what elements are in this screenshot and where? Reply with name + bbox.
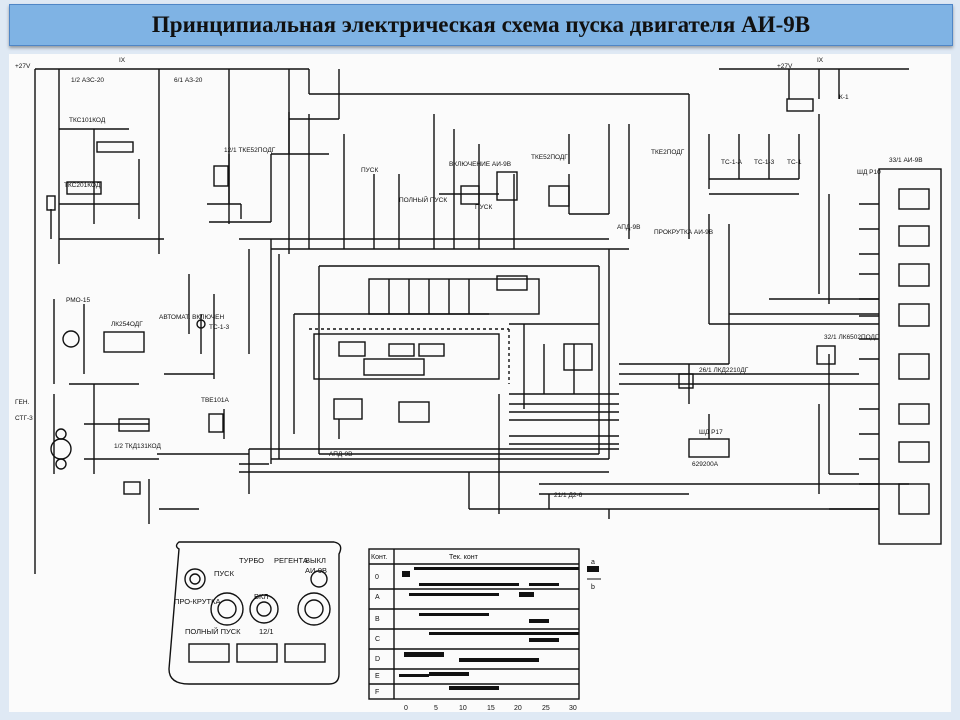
timing-legend-a: a — [591, 559, 595, 566]
timing-x-tick: 5 — [434, 705, 438, 712]
panel-label-regenta: РЕГЕНТА — [274, 556, 308, 565]
panel-label-ai9v: АИ-9В — [305, 566, 327, 575]
lkd2-label: 32/1 ЛК6502ПОДГ — [824, 334, 879, 341]
rmo-label: РМО-15 — [66, 297, 91, 304]
tbe-label: ТВЕ101А — [201, 397, 229, 404]
k1-label: К-1 — [839, 94, 849, 101]
tke52-label: 12/1 ТКЕ52ПОДГ — [224, 147, 276, 154]
val-label: 629200А — [692, 461, 719, 468]
ai9v-label: 33/1 АИ-9В — [889, 157, 923, 164]
d25-label: 21/1 Д2-6 — [554, 492, 583, 499]
timing-x-tick: 0 — [404, 705, 408, 712]
timing-x-tick: 10 — [459, 705, 467, 712]
polnyi-pusk-label: ПОЛНЫЙ ПУСК — [399, 195, 447, 204]
page-title: Принципиальная электрическая схема пуска… — [151, 12, 811, 37]
panel-label-turbo: ТУРБО — [239, 556, 264, 565]
pusk-label: ПУСК — [361, 167, 378, 174]
lk-label: ЛК254ОДГ — [111, 321, 143, 328]
timing-row-label: А — [375, 594, 380, 601]
timing-header: Конт. — [371, 554, 387, 561]
timing-x-tick: 30 — [569, 705, 577, 712]
tke2-label: ТКЕ2ПОДГ — [651, 149, 685, 156]
timing-subheader: Тек. конт — [449, 554, 479, 561]
timing-row-label: С — [375, 636, 380, 643]
fuse-2-label: 6/1 АЗ-20 — [174, 77, 203, 84]
title-bar: Принципиальная электрическая схема пуска… — [9, 4, 953, 46]
ts-label: ТС-1-А — [721, 159, 743, 166]
timing-x-tick: 20 — [514, 705, 522, 712]
panel-label-vkl: ВКЛ — [254, 592, 268, 601]
fuse-main-label: 1/2 АЗС-20 — [71, 77, 104, 84]
sh2-label: ШД Р17 — [699, 429, 723, 436]
r3-label: ТС-1-3 — [209, 324, 230, 331]
timing-row-label: Е — [375, 673, 380, 680]
bus-ix-label-left: IX — [119, 57, 126, 64]
schematic-svg: +27V IX 1/2 АЗС-20 6/1 АЗ-20 ТКС101КОД Т… — [15, 57, 942, 712]
right-supply-label: +27V — [777, 63, 793, 70]
timing-legend-b: b — [591, 584, 595, 591]
timing-x-tick: 25 — [542, 705, 550, 712]
pusk2-label: ПУСК — [475, 204, 492, 211]
stg-label: СТГ-3 — [15, 415, 33, 422]
ts2-label: ТС-1-3 — [754, 159, 775, 166]
ts3-label: ТС-1 — [787, 159, 802, 166]
panel-label-polnyi: ПОЛНЫЙ ПУСК — [185, 627, 241, 636]
gen-label: ГЕН. — [15, 399, 30, 406]
panel-label-vykl: ВЫКЛ — [305, 556, 326, 565]
prokrutka-label: ПРОКРУТКА АИ-9В — [654, 229, 713, 236]
tkd-label: 1/2 ТКД131КОД — [114, 443, 161, 450]
vkl-label: ВКЛЮЧЕНИЕ АИ-9В — [449, 161, 511, 168]
panel-label-pusk: ПУСК — [214, 569, 235, 578]
avtomat-label: АВТОМАТ. ВКЛЮЧЕН — [159, 314, 224, 321]
sh-label: ШД Р10 — [857, 169, 881, 176]
apd-label: АПД-9В — [617, 224, 640, 231]
panel-label-prokrutka: ПРО-КРУТКА — [174, 597, 220, 606]
left-supply-label: +27V — [15, 63, 31, 70]
tks101-label: ТКС101КОД — [69, 117, 106, 124]
timing-row-label: 0 — [375, 574, 379, 581]
timing-x-tick: 15 — [487, 705, 495, 712]
apd2-label: АПД-9В — [329, 451, 352, 458]
bus-ix-label-right: IX — [817, 57, 824, 64]
lkd-label: 26/1 ЛКД2210ДГ — [699, 367, 749, 374]
slide-canvas: +27V IX 1/2 АЗС-20 6/1 АЗ-20 ТКС101КОД Т… — [9, 54, 951, 712]
panel-label-12: 12/1 — [259, 627, 274, 636]
tks201-label: ТКС201КОД — [64, 182, 101, 189]
tke52b-label: ТКЕ52ПОДГ — [531, 154, 568, 161]
timing-row-label: D — [375, 656, 380, 663]
timing-row-label: F — [375, 689, 379, 696]
timing-row-label: В — [375, 616, 380, 623]
